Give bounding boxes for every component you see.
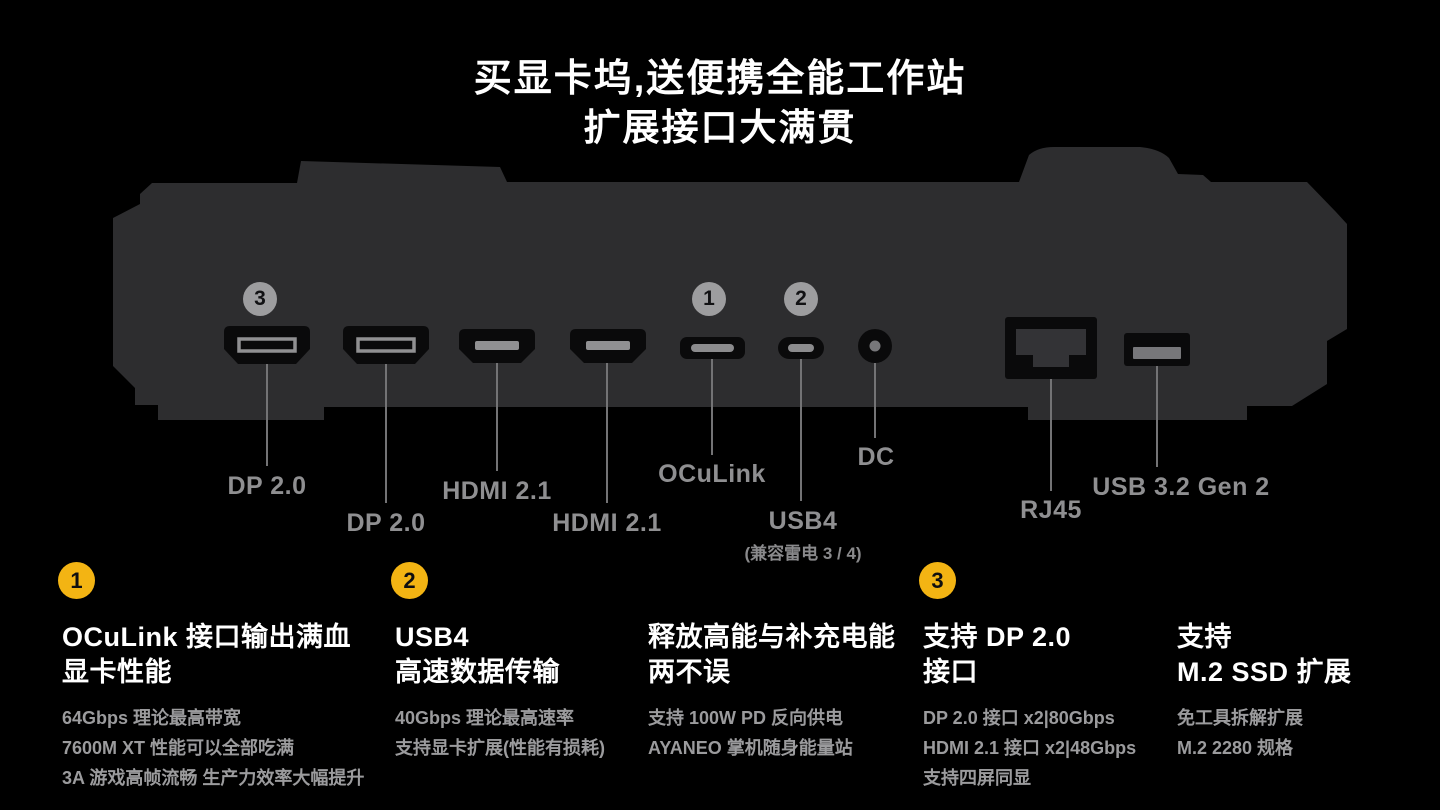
callout-circle-dp: 3 [243,282,277,316]
port-label-hdmi-2: HDMI 2.1 [552,509,662,537]
feature-badge-1: 1 [58,562,95,599]
oculink-port [680,337,745,359]
callout-circle-usb4: 2 [784,282,818,316]
feature-column-dp20: 3 支持 DP 2.0 接口 DP 2.0 接口 x2|80Gbps HDMI … [919,562,1183,793]
feature-heading: 释放高能与补充电能 两不误 [648,622,896,687]
hdmi-port-1 [459,329,535,363]
dc-jack [858,329,892,363]
feature-body: 64Gbps 理论最高带宽 7600M XT 性能可以全部吃满 3A 游戏高帧流… [62,708,365,788]
feature-body: 支持 100W PD 反向供电 AYANEO 掌机随身能量站 [648,708,853,758]
feature-heading: USB4 高速数据传输 [395,622,560,687]
feature-column-usb4: 2 USB4 高速数据传输 40Gbps 理论最高速率 支持显卡扩展(性能有损耗… [391,562,655,763]
port-label-dc: DC [857,443,895,471]
port-label-hdmi-1: HDMI 2.1 [442,477,552,505]
device-silhouette [113,147,1347,420]
feature-body: 免工具拆解扩展 M.2 2280 规格 [1177,708,1303,758]
port-sublabel-usb4: (兼容雷电 3 / 4) [744,544,862,563]
port-label-usb32: USB 3.2 Gen 2 [1092,473,1270,501]
feature-badge-3: 3 [919,562,956,599]
feature-heading: 支持 DP 2.0 接口 [923,622,1072,687]
leader-lines [266,359,1158,503]
port-label-oculink: OCuLink [658,460,766,488]
feature-body: DP 2.0 接口 x2|80Gbps HDMI 2.1 接口 x2|48Gbp… [923,708,1137,788]
feature-column-oculink: 1 OCuLink 接口输出满血 显卡性能 64Gbps 理论最高带宽 7600… [58,562,407,793]
feature-heading: 支持 M.2 SSD 扩展 [1177,622,1352,687]
rj45-port [1005,317,1097,379]
title-line-2: 扩展接口大满贯 [583,107,857,148]
feature-column-m2ssd: 支持 M.2 SSD 扩展 免工具拆解扩展 M.2 2280 规格 [1177,562,1427,763]
dp-port-2 [343,326,429,364]
feature-column-power: 释放高能与补充电能 两不误 支持 100W PD 反向供电 AYANEO 掌机随… [648,562,928,763]
callout-circle-oculink: 1 [692,282,726,316]
port-label-dp-1: DP 2.0 [227,472,307,500]
feature-badge-2: 2 [391,562,428,599]
port-label-usb4: USB4 [768,507,838,535]
port-label-rj45: RJ45 [1020,496,1082,524]
hdmi-port-2 [570,329,646,363]
usb-a-port [1124,333,1190,366]
feature-body: 40Gbps 理论最高速率 支持显卡扩展(性能有损耗) [395,708,605,758]
page-title: 买显卡坞,送便携全能工作站 扩展接口大满贯 [0,54,1440,152]
dp-port-1 [224,326,310,364]
port-label-dp-2: DP 2.0 [346,509,426,537]
title-line-1: 买显卡坞,送便携全能工作站 [473,58,967,100]
feature-heading: OCuLink 接口输出满血 显卡性能 [62,622,351,687]
usb4-port [778,337,824,359]
